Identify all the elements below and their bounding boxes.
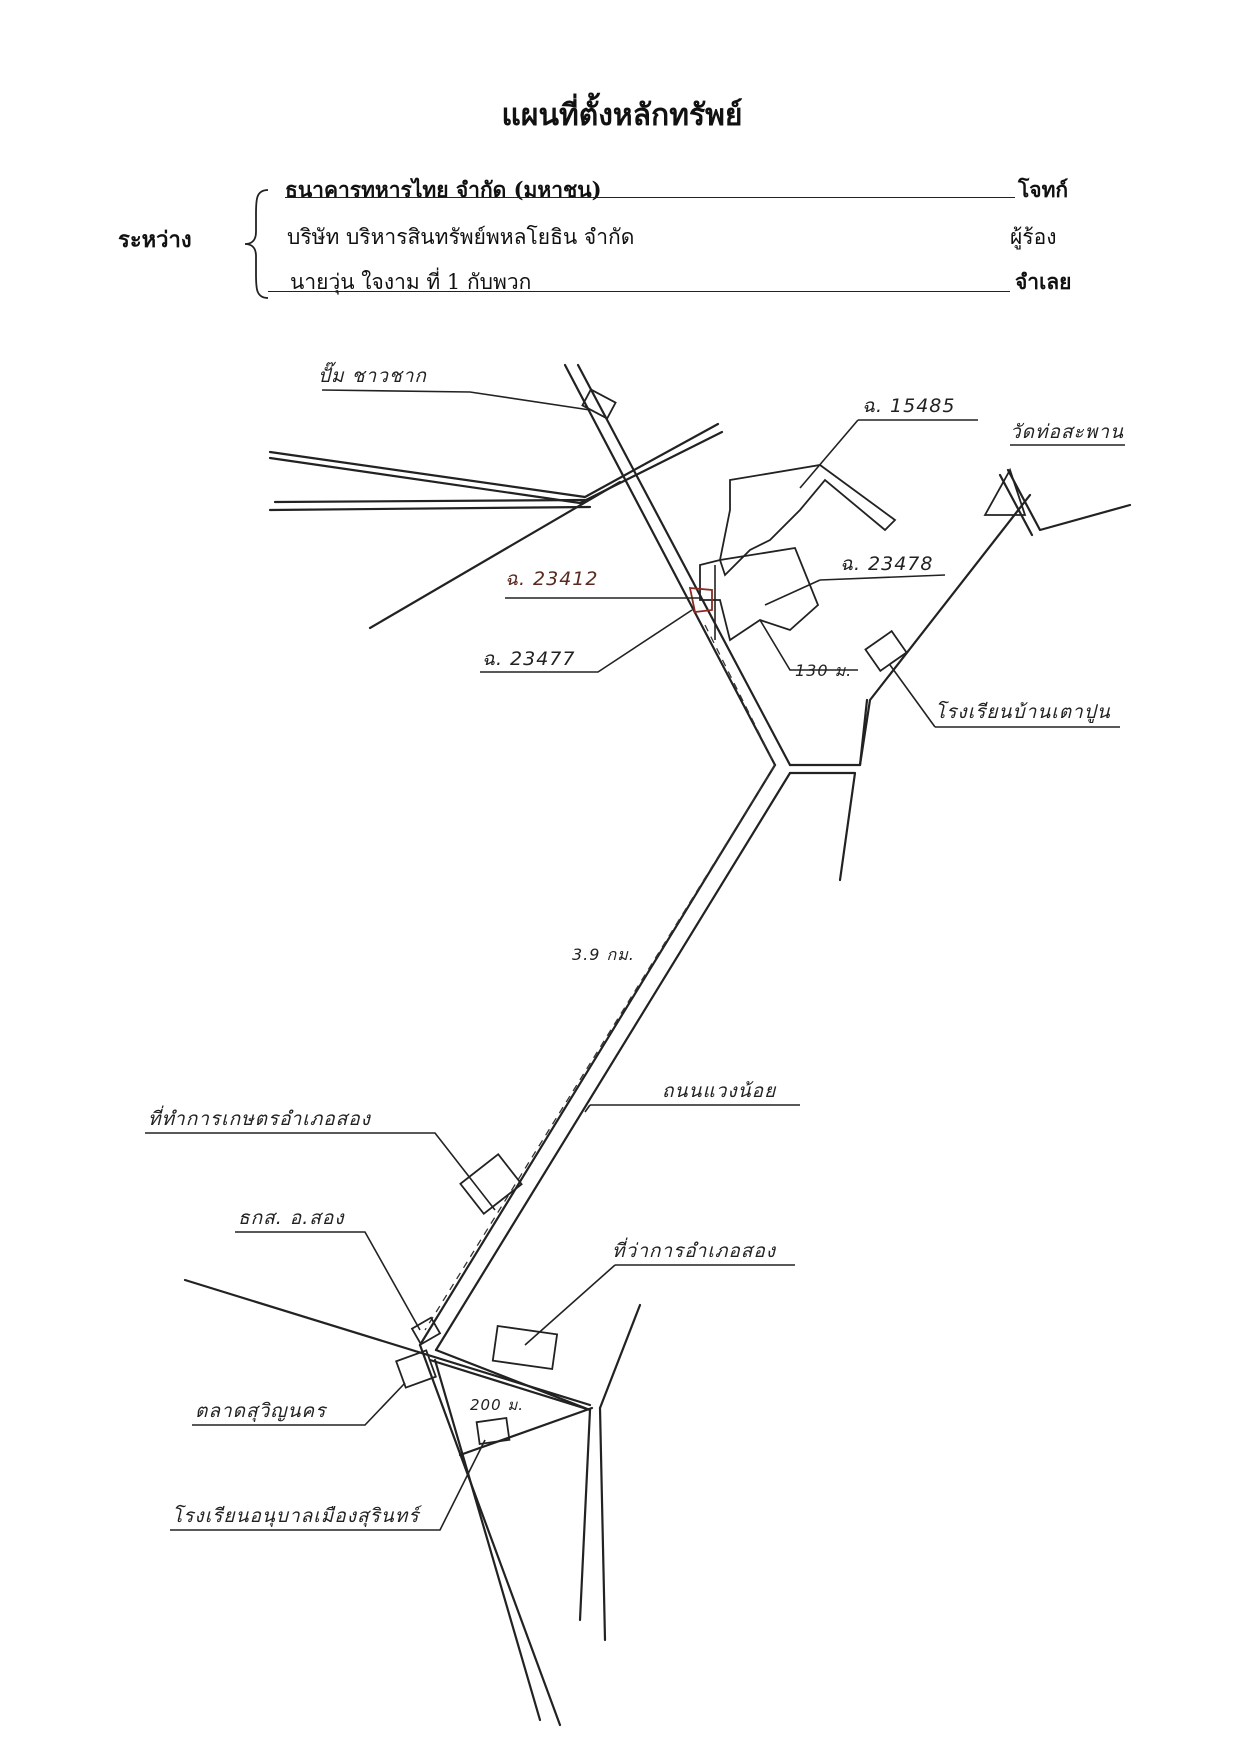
label-distance-3-9km: 3.9 กม. xyxy=(572,945,635,964)
leader-lines xyxy=(145,389,1125,1531)
party-plaintiff-role: โจทก์ xyxy=(1018,177,1069,202)
agri-office-building xyxy=(459,1152,523,1216)
page-title: แผนที่ตั้งหลักทรัพย์ xyxy=(501,98,743,133)
temple-icon xyxy=(983,467,1027,516)
land-plots xyxy=(688,464,897,642)
road-north-main xyxy=(563,363,792,767)
road-east xyxy=(788,493,1032,882)
label-plot-23477: ฉ. 23477 xyxy=(482,648,575,670)
party-plaintiff-underline xyxy=(285,197,1015,198)
party-defendant-underline xyxy=(268,291,1010,292)
school-bottom-building xyxy=(475,1417,511,1445)
curly-brace xyxy=(244,189,269,299)
label-market: ตลาดสุวิญนคร xyxy=(195,1400,328,1422)
between-label: ระหว่าง xyxy=(118,227,192,253)
label-temple: วัดท่อสะพาน xyxy=(1010,421,1124,443)
label-main-road: ถนนแวงน้อย xyxy=(662,1080,777,1102)
district-office-building xyxy=(491,1324,559,1371)
label-plot-23412: ฉ. 23412 xyxy=(505,568,598,590)
upper-canal xyxy=(268,422,724,512)
label-top-left: ปั๊ม ชาวชาก xyxy=(318,361,427,387)
road-main-diagonal xyxy=(418,763,792,1352)
party-petitioner-name: บริษัท บริหารสินทรัพย์พหลโยธิน จำกัด xyxy=(287,225,635,249)
bank-building xyxy=(410,1316,442,1346)
label-plot-15485: ฉ. 15485 xyxy=(862,395,955,417)
party-defendant-name: นายวุ่น ใจงาม ที่ 1 กับพวก xyxy=(290,270,532,294)
label-school-top: โรงเรียนบ้านเตาปูน xyxy=(935,700,1111,723)
label-plot-23478: ฉ. 23478 xyxy=(840,553,933,575)
label-bank: ธกส. อ.สอง xyxy=(238,1207,345,1229)
label-district-office: ที่ว่าการอำเภอสอง xyxy=(612,1237,777,1262)
building-top-left xyxy=(581,388,617,420)
label-agri-office: ที่ทำการเกษตรอำเภอสอง xyxy=(148,1105,372,1130)
road-south-crossroads xyxy=(183,1278,642,1727)
label-school-bottom: โรงเรียนอนุบาลเมืองสุรินทร์ xyxy=(172,1504,423,1527)
market-building xyxy=(395,1349,437,1389)
party-petitioner-role: ผู้ร้อง xyxy=(1010,225,1057,249)
route-dashed xyxy=(424,624,776,1331)
label-distance-200m: 200 ม. xyxy=(470,1396,524,1414)
road-to-temple xyxy=(998,468,1132,537)
school-top-building xyxy=(864,629,908,673)
road-northwest xyxy=(368,480,622,630)
label-distance-130m: 130 ม. xyxy=(795,661,852,680)
party-defendant-role: จำเลย xyxy=(1015,269,1072,294)
